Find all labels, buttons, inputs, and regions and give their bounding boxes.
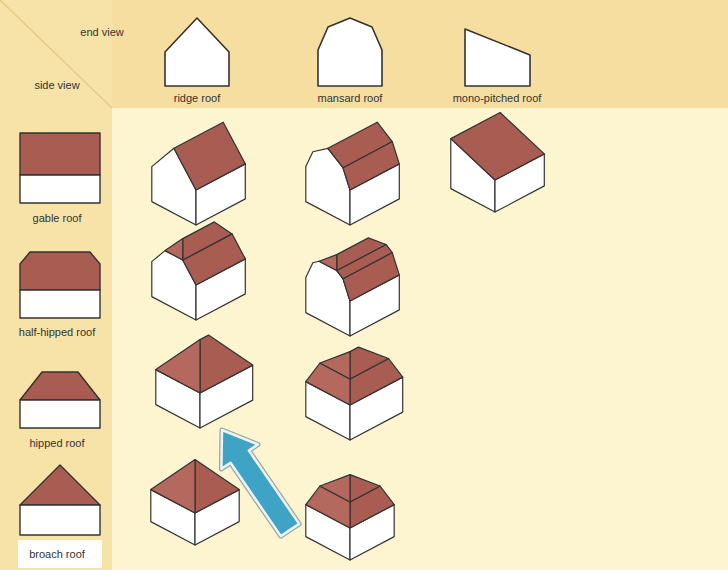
label-patch bbox=[18, 540, 102, 568]
pointer-arrow bbox=[221, 430, 299, 536]
half-hip-side-roof bbox=[20, 252, 100, 290]
hip-face bbox=[319, 255, 337, 271]
roof-face bbox=[328, 122, 392, 167]
house bbox=[152, 222, 246, 320]
house bbox=[156, 335, 253, 428]
roof-face bbox=[451, 113, 545, 181]
broach-side-wall bbox=[20, 505, 100, 535]
house bbox=[451, 113, 545, 213]
half-hip-side-wall bbox=[20, 290, 100, 318]
hip-face bbox=[165, 239, 183, 260]
ridge-end-icon bbox=[165, 18, 229, 86]
hip-side-roof bbox=[20, 372, 100, 400]
roof-type-label: hipped roof bbox=[29, 437, 84, 450]
roof-face bbox=[337, 238, 386, 271]
view-heading: end view bbox=[80, 26, 123, 39]
hip-side-wall bbox=[20, 400, 100, 428]
house bbox=[152, 122, 246, 225]
house bbox=[151, 460, 239, 545]
corner-divider bbox=[0, 0, 112, 108]
mansard-end-icon bbox=[318, 18, 382, 86]
gable-side-roof bbox=[20, 133, 100, 175]
roof-face bbox=[183, 222, 232, 260]
arrow-body bbox=[221, 430, 299, 536]
house bbox=[306, 238, 400, 336]
roof-type-label: mansard roof bbox=[318, 92, 383, 105]
house-drawings bbox=[151, 113, 545, 561]
roof-face bbox=[350, 347, 389, 379]
view-heading: side view bbox=[34, 79, 79, 92]
side-band bbox=[0, 0, 112, 570]
mono-end-icon bbox=[465, 29, 530, 86]
hip-face bbox=[320, 352, 350, 379]
end-view-icons bbox=[165, 18, 530, 86]
hip-face bbox=[320, 475, 350, 502]
hip-face bbox=[151, 460, 195, 513]
house bbox=[306, 122, 400, 225]
hip-face bbox=[156, 340, 200, 393]
roof-type-label: mono-pitched roof bbox=[453, 92, 542, 105]
roof-face bbox=[200, 335, 253, 393]
roof-type-label: half-hipped roof bbox=[19, 326, 95, 339]
house bbox=[306, 347, 403, 440]
arrow-outline bbox=[221, 430, 299, 536]
roof-type-label: gable roof bbox=[33, 212, 82, 225]
house bbox=[306, 475, 394, 560]
broach-side-roof bbox=[20, 465, 100, 505]
gable-side-wall bbox=[20, 175, 100, 203]
roof-type-label: ridge roof bbox=[174, 92, 220, 105]
roof-face bbox=[174, 122, 245, 190]
roof-face bbox=[350, 475, 380, 502]
roof-type-label: broach roof bbox=[29, 548, 85, 561]
